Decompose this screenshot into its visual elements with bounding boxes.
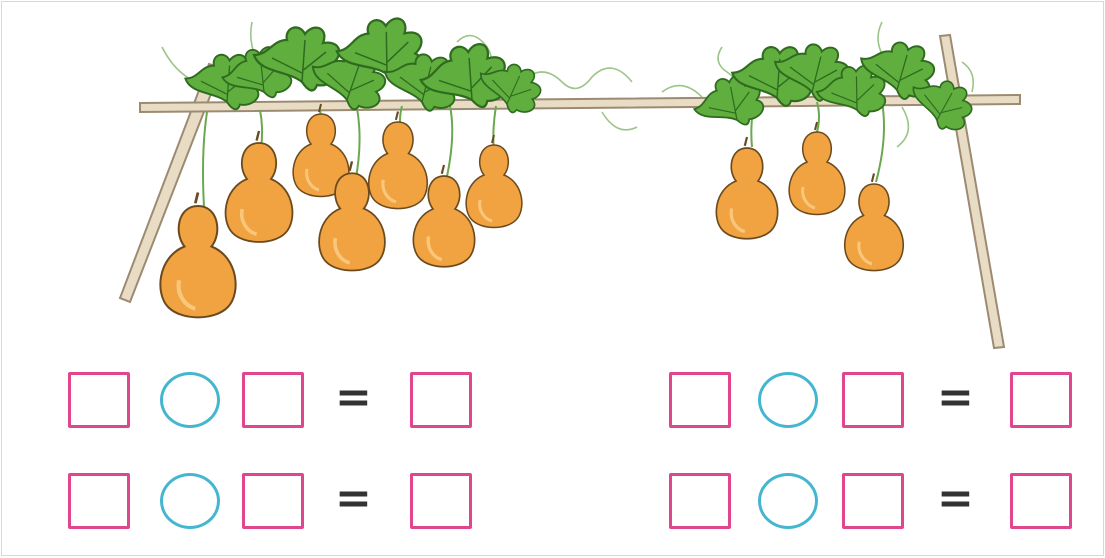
- gourd: [464, 133, 524, 229]
- equation-2-left-operator-circle[interactable]: [160, 473, 220, 529]
- gourd: [843, 171, 905, 273]
- blank-value: [245, 476, 301, 526]
- gourd: [223, 129, 295, 244]
- gourd: [160, 193, 235, 318]
- equation-2-right-result-box[interactable]: [1010, 473, 1072, 529]
- equals-sign: =: [937, 372, 974, 423]
- blank-value: [1013, 476, 1069, 526]
- equation-2-right-addend-b-box[interactable]: [842, 473, 904, 529]
- equation-2-left-result-box[interactable]: [410, 473, 472, 529]
- blank-value: [71, 375, 127, 425]
- equals-sign: =: [937, 473, 974, 524]
- equation-1-right-addend-a-box[interactable]: [669, 372, 731, 428]
- gourd-trellis-illustration: [118, 15, 1021, 350]
- equation-2-left-addend-b-box[interactable]: [242, 473, 304, 529]
- blank-value: [71, 476, 127, 526]
- gourd: [714, 135, 780, 241]
- equation-1-right-operator-circle[interactable]: [758, 372, 818, 428]
- equals-sign: =: [335, 473, 372, 524]
- equals-sign: =: [335, 372, 372, 423]
- gourds: [160, 102, 905, 318]
- equation-2-right-addend-a-box[interactable]: [669, 473, 731, 529]
- leaves: [184, 15, 980, 138]
- blank-value: [413, 375, 469, 425]
- blank-value: [413, 476, 469, 526]
- blank-value: [845, 476, 901, 526]
- blank-value: [163, 476, 217, 526]
- blank-value: [845, 375, 901, 425]
- blank-value: [245, 375, 301, 425]
- blank-value: [672, 476, 728, 526]
- equation-1-right-addend-b-box[interactable]: [842, 372, 904, 428]
- equation-1-left-addend-a-box[interactable]: [68, 372, 130, 428]
- equation-1-right-result-box[interactable]: [1010, 372, 1072, 428]
- equation-1-left-addend-b-box[interactable]: [242, 372, 304, 428]
- equation-2-right-operator-circle[interactable]: [758, 473, 818, 529]
- blank-value: [1013, 375, 1069, 425]
- gourd: [787, 120, 847, 216]
- equation-1-left-operator-circle[interactable]: [160, 372, 220, 428]
- equation-1-left-result-box[interactable]: [410, 372, 472, 428]
- blank-value: [761, 476, 815, 526]
- gourd: [367, 109, 429, 211]
- blank-value: [761, 375, 815, 425]
- blank-value: [163, 375, 217, 425]
- equation-2-left-addend-a-box[interactable]: [68, 473, 130, 529]
- blank-value: [672, 375, 728, 425]
